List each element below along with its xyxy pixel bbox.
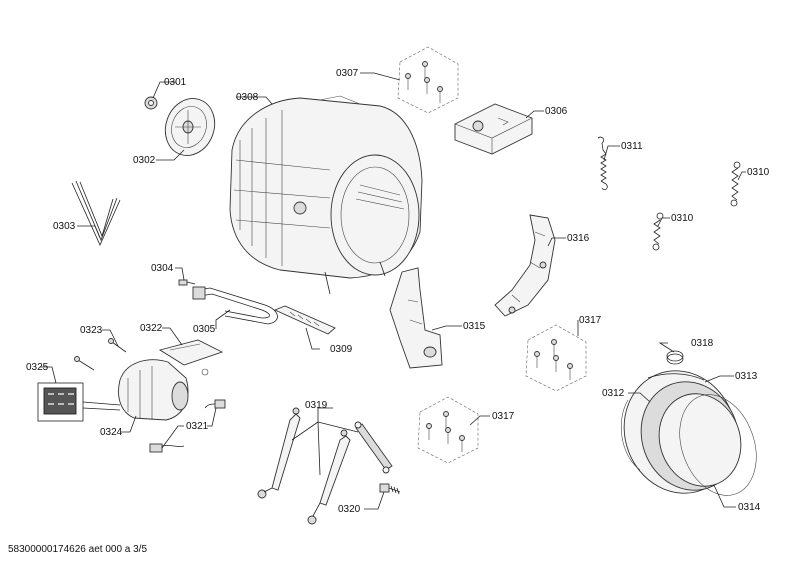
part-0307-screw-kit <box>397 46 459 114</box>
callout-0305: 0305 <box>193 324 216 335</box>
callout-0318: 0318 <box>691 338 714 349</box>
part-0311-spring <box>597 136 608 191</box>
part-0316-bracket <box>494 214 556 317</box>
part-0317-screw-kit-top <box>525 324 587 392</box>
part-0304-bolt <box>178 279 196 286</box>
part-0312-0314-door-seal <box>620 370 757 496</box>
callout-0306: 0306 <box>545 106 568 117</box>
part-0310-spring-right <box>730 161 741 207</box>
callout-0317-bottom: 0317 <box>492 411 515 422</box>
callout-0315: 0315 <box>463 321 486 332</box>
part-0301-nut <box>144 96 158 110</box>
callout-0312: 0312 <box>602 388 625 399</box>
part-0323-screw <box>74 338 127 371</box>
leader-lines <box>40 72 746 510</box>
part-0303-belt <box>71 180 121 246</box>
callout-0301: 0301 <box>164 77 187 88</box>
callout-0313: 0313 <box>735 371 758 382</box>
callout-0309: 0309 <box>330 344 353 355</box>
part-0322-plate <box>158 339 224 376</box>
part-0319-shock-absorbers <box>257 407 393 525</box>
callout-0302: 0302 <box>133 155 156 166</box>
callout-0325: 0325 <box>26 362 49 373</box>
callout-labels: 0301 0302 0303 0304 0305 0306 0307 0308 … <box>26 68 770 515</box>
callout-0317-top: 0317 <box>579 315 602 326</box>
callout-0303: 0303 <box>53 221 76 232</box>
part-0302-pulley <box>164 98 216 156</box>
callout-0308: 0308 <box>236 92 259 103</box>
callout-0323: 0323 <box>80 325 103 336</box>
callout-0304: 0304 <box>151 263 174 274</box>
callout-0321: 0321 <box>186 421 209 432</box>
part-0325-connector <box>37 382 121 422</box>
callout-0319: 0319 <box>305 400 328 411</box>
callout-0314: 0314 <box>738 502 761 513</box>
callout-0324: 0324 <box>100 427 123 438</box>
part-0305-heater <box>192 286 278 325</box>
callout-0310-right: 0310 <box>747 167 770 178</box>
part-0309-strip <box>273 305 336 335</box>
part-0321-sensors <box>149 399 226 453</box>
part-0318-clamp <box>666 350 684 365</box>
part-0324-motor <box>118 359 189 421</box>
part-0306-cover <box>454 103 533 155</box>
part-0317-screw-kit-bottom <box>417 396 479 464</box>
document-footer: 58300000174626 aet 000 a 3/5 <box>8 544 147 555</box>
part-0315-bracket <box>389 267 443 369</box>
part-0308-tub <box>229 95 423 295</box>
callout-0320: 0320 <box>338 504 361 515</box>
part-0310-spring-left <box>652 212 664 251</box>
callout-0316: 0316 <box>567 233 590 244</box>
callout-0322: 0322 <box>140 323 163 334</box>
callout-0307: 0307 <box>336 68 359 79</box>
part-0320-bolt <box>379 483 401 495</box>
callout-0311: 0311 <box>621 141 643 152</box>
callout-0310-left: 0310 <box>671 213 694 224</box>
